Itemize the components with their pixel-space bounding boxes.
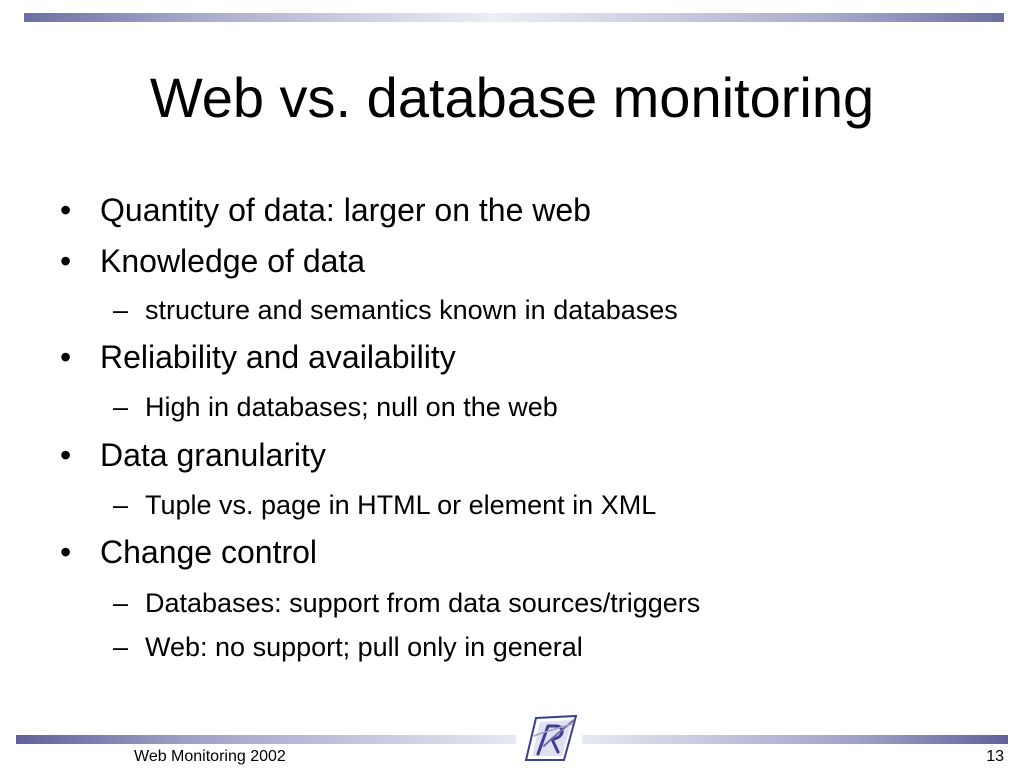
bullet-marker: • (60, 192, 72, 228)
bottom-rule-right (582, 735, 1008, 744)
sub-bullet-marker: – (113, 295, 129, 325)
bullet-marker: • (60, 243, 72, 279)
bullet-marker: • (60, 437, 72, 473)
bullet-text: Data granularity (100, 437, 326, 473)
sub-bullet-text: High in databases; null on the web (145, 392, 558, 422)
bullet-marker: • (60, 534, 72, 570)
sub-bullet-text: Databases: support from data sources/tri… (145, 588, 701, 618)
bullet-text: Change control (100, 534, 318, 570)
top-decorative-rule (24, 13, 1004, 22)
footer-title: Web Monitoring 2002 (134, 748, 286, 765)
sub-bullet-text: Web: no support; pull only in general (145, 632, 583, 662)
bullet-marker: • (60, 339, 72, 375)
bullet-text: Knowledge of data (100, 243, 366, 279)
bottom-rule-left (16, 735, 516, 744)
slide-title: Web vs. database monitoring (149, 66, 875, 129)
sub-bullet-text: structure and semantics known in databas… (145, 295, 678, 325)
bullet-text: Reliability and availability (100, 339, 456, 375)
sub-bullet-marker: – (113, 588, 129, 618)
page-number: 13 (986, 748, 1004, 765)
sub-bullet-marker: – (113, 392, 129, 422)
sub-bullet-text: Tuple vs. page in HTML or element in XML (145, 490, 657, 520)
sub-bullet-marker: – (113, 632, 129, 662)
stylized-r-logo-icon (524, 714, 578, 762)
bullet-text: Quantity of data: larger on the web (100, 192, 591, 228)
sub-bullet-marker: – (113, 490, 129, 520)
